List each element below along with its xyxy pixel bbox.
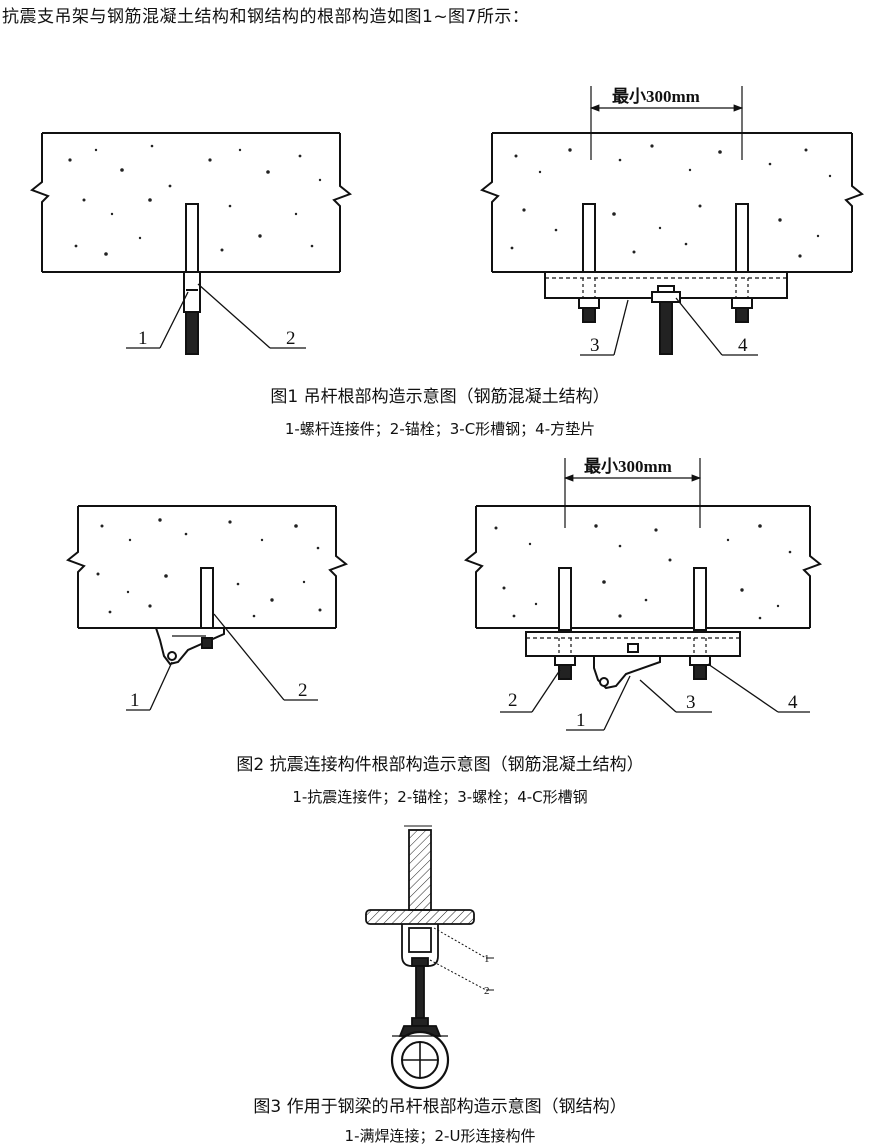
fig2-right-anchor-right: [693, 567, 707, 631]
fig1-left-rod: [185, 311, 199, 355]
fig2-caption: 图2 抗震连接构件根部构造示意图（钢筋混凝土结构）: [236, 755, 644, 775]
fig2-right-label-1: 1: [576, 710, 586, 731]
fig1-right-label-4: 4: [738, 335, 748, 356]
fig2-left-anchor: [200, 567, 214, 631]
fig1-right-anchor-left: [582, 203, 596, 275]
fig2-legend: 1-抗震连接件；2-锚栓；3-螺栓；4-C形槽钢: [292, 788, 588, 806]
fig1-left-diagram: [30, 132, 352, 355]
fig3-caption: 图3 作用于钢梁的吊杆根部构造示意图（钢结构）: [253, 1097, 627, 1117]
fig1-right-diagram: [480, 86, 864, 356]
fig1-left-label-1: 1: [138, 328, 148, 349]
fig2-left-label-2: 2: [298, 680, 308, 701]
fig1-right-washer: [651, 291, 681, 303]
fig1-right-label-3: 3: [590, 335, 600, 356]
fig2-left-bracket: [154, 627, 225, 666]
fig2-right-bracket: [593, 655, 661, 690]
fig1-right-slab: [480, 132, 864, 273]
fig2-right-anchor-left: [558, 567, 572, 631]
fig1-right-anchor-right: [735, 203, 749, 275]
fig1-left-coupler: [183, 271, 201, 313]
fig1-right-aggregate: [510, 144, 832, 258]
fig2-right-label-2: 2: [508, 690, 518, 711]
fig2-right-diagram: [464, 458, 822, 731]
fig3-label-1: 1: [484, 953, 490, 965]
fig1-right-rod: [659, 301, 673, 355]
fig1-caption: 图1 吊杆根部构造示意图（钢筋混凝土结构）: [270, 387, 610, 407]
fig2-right-label-3: 3: [686, 692, 696, 713]
fig1-legend: 1-螺杆连接件；2-锚栓；3-C形槽钢；4-方垫片: [284, 420, 596, 438]
fig3-beam-flange: [365, 909, 475, 925]
fig2-left-label-1: 1: [130, 690, 140, 711]
fig2-right-aggregate: [494, 524, 792, 620]
fig1-left-anchor: [185, 203, 199, 275]
fig1-left-aggregate: [68, 144, 322, 256]
fig3-label-2: 2: [484, 985, 490, 997]
intro-text: 抗震支吊架与钢筋混凝土结构和钢结构的根部构造如图1~图7所示：: [2, 7, 530, 27]
fig2-left-aggregate: [96, 518, 322, 618]
fig3-legend: 1-满焊连接；2-U形连接构件: [344, 1127, 536, 1145]
fig1-dimension-label: 最小300mm: [612, 87, 700, 106]
fig2-left-diagram: [66, 505, 348, 711]
fig3-rod: [415, 965, 425, 1019]
fig2-right-label-4: 4: [788, 692, 798, 713]
fig2-dimension-label: 最小300mm: [584, 457, 672, 476]
fig2-right-slab: [464, 505, 822, 629]
fig3-leader-1: [433, 927, 487, 959]
fig3-beam-web: [408, 829, 432, 911]
fig3-leader-2: [429, 959, 487, 991]
fig1-left-label-2: 2: [286, 328, 296, 349]
fig3-diagram: [365, 825, 494, 1090]
